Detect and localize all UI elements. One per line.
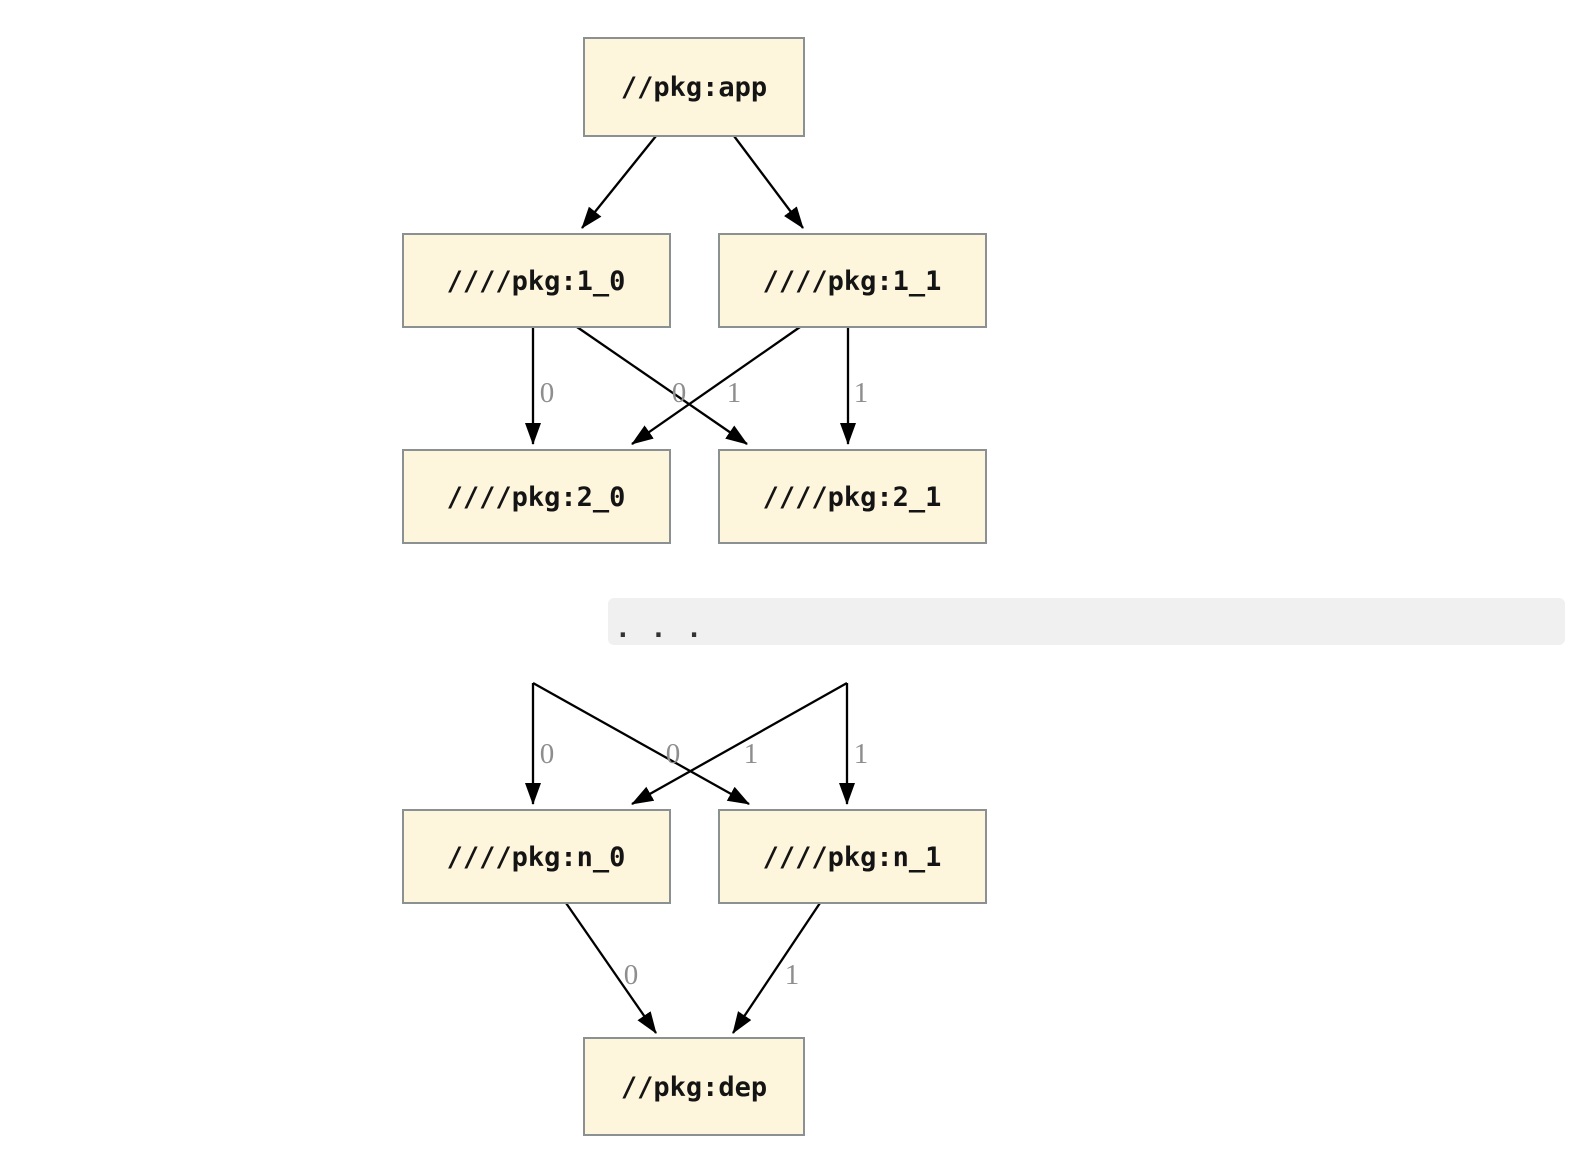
node-dep-label: //pkg:dep [621, 1072, 767, 1103]
edge-label-ellipsis-to-n-1-straight: 1 [854, 738, 869, 770]
node-pkg-n-1-box [718, 809, 987, 904]
edge-group [525, 135, 856, 1034]
node-pkg-1-1: ////pkg:1_1 [718, 233, 987, 328]
edge-label-1-0-to-2-0: 0 [540, 377, 555, 409]
node-dep-box [583, 1037, 805, 1136]
node-pkg-1-0-label: ////pkg:1_0 [447, 266, 626, 297]
edge-app-to-1-0 [581, 135, 657, 229]
ellipsis-band-background [608, 598, 1565, 645]
edge-1-1-to-2-0 [631, 326, 801, 445]
edge-label-1-0-to-2-1: 1 [727, 377, 742, 409]
node-pkg-n-0-label: ////pkg:n_0 [447, 842, 626, 873]
edge-label-ellipsis-to-n-1-cross: 1 [744, 738, 759, 770]
ellipsis-band: ... [608, 598, 1565, 645]
node-pkg-1-0: ////pkg:1_0 [402, 233, 671, 328]
node-pkg-n-1-label: ////pkg:n_1 [763, 842, 942, 873]
node-pkg-1-1-label: ////pkg:1_1 [763, 266, 942, 297]
node-pkg-2-0-box [402, 449, 671, 544]
edge-label-1-1-to-2-0: 0 [672, 377, 687, 409]
edge-label-1-1-to-2-1: 1 [854, 377, 869, 409]
edge-label-ellipsis-to-n-0-straight: 0 [540, 738, 555, 770]
node-pkg-2-0: ////pkg:2_0 [402, 449, 671, 544]
node-pkg-n-0-box [402, 809, 671, 904]
node-pkg-2-0-label: ////pkg:2_0 [447, 482, 626, 513]
node-app-box [583, 37, 805, 137]
node-pkg-n-1: ////pkg:n_1 [718, 809, 987, 904]
ellipsis-text: ... [615, 614, 722, 644]
edge-label-ellipsis-to-n-0-cross: 0 [666, 738, 681, 770]
node-pkg-n-0: ////pkg:n_0 [402, 809, 671, 904]
edge-app-to-1-1 [733, 135, 804, 229]
edge-1-0-to-2-1 [576, 326, 748, 445]
node-app-label: //pkg:app [621, 72, 767, 103]
edge-ellipsis-to-n-0-cross [631, 681, 848, 806]
node-pkg-2-1-label: ////pkg:2_1 [763, 482, 942, 513]
edge-n-1-to-dep [732, 902, 821, 1034]
node-app: //pkg:app [583, 37, 805, 137]
edge-ellipsis-to-n-1-cross [532, 681, 750, 806]
edge-label-n-0-to-dep: 0 [624, 959, 639, 991]
edge-n-0-to-dep [565, 902, 657, 1034]
node-pkg-1-1-box [718, 233, 987, 328]
edge-label-n-1-to-dep: 1 [785, 959, 800, 991]
node-dep: //pkg:dep [583, 1037, 805, 1136]
node-pkg-1-0-box [402, 233, 671, 328]
edge-label-group: 0 0 1 1 0 0 1 1 0 1 [540, 377, 869, 991]
node-pkg-2-1: ////pkg:2_1 [718, 449, 987, 544]
node-pkg-2-1-box [718, 449, 987, 544]
